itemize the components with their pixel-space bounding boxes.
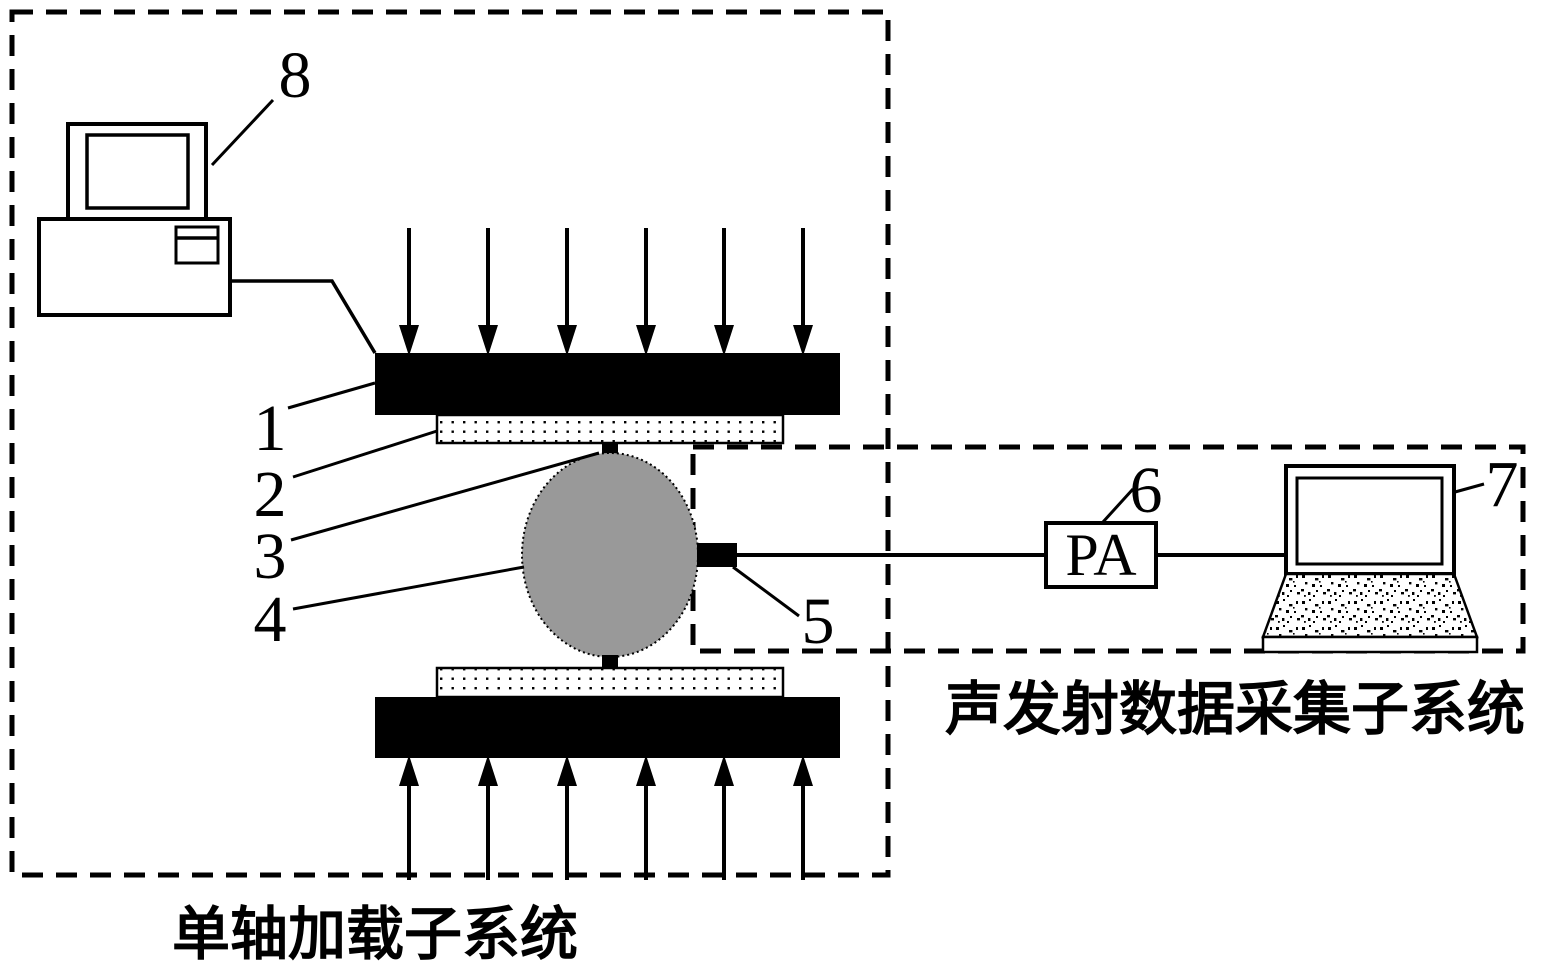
- leader-line-1: [287, 381, 376, 410]
- laptop-keyboard: [1261, 572, 1479, 639]
- leader-line-7: [1454, 482, 1485, 494]
- loading-subsystem-boundary: [9, 9, 891, 878]
- rock-specimen: [521, 452, 699, 658]
- laptop-icon: [1261, 464, 1479, 654]
- load-arrows-up: [407, 782, 805, 880]
- preamplifier-label: PA: [1065, 522, 1136, 588]
- label-6: 6: [1130, 454, 1163, 527]
- label-5: 5: [802, 585, 835, 658]
- label-3: 3: [254, 520, 287, 593]
- leader-line-6: [1101, 487, 1135, 524]
- label-1: 1: [254, 392, 287, 465]
- label-2: 2: [254, 458, 287, 531]
- lower-platen: [375, 697, 840, 758]
- leader-line-3: [290, 451, 600, 542]
- bottom-contact: [602, 655, 618, 668]
- label-4: 4: [254, 583, 287, 656]
- label-8: 8: [279, 39, 312, 112]
- top-ae-sensor: [602, 443, 618, 455]
- load-arrows-down: [407, 228, 805, 330]
- lower-pad: [435, 666, 785, 699]
- caption-acoustic-subsystem: 声发射数据采集子系统: [945, 677, 1525, 742]
- load-arrowheads-down: [399, 325, 813, 356]
- laptop-base: [1261, 635, 1479, 654]
- laptop-screen: [1295, 476, 1444, 566]
- leader-line-5: [732, 565, 800, 618]
- acquisition-subsystem-boundary: [690, 444, 1526, 654]
- monitor-screen: [85, 133, 190, 210]
- preamplifier-box: [1044, 521, 1158, 589]
- caption-loading-subsystem: 单轴加载子系统: [172, 902, 578, 967]
- upper-platen: [375, 353, 840, 415]
- control-line-computer-to-platen: [230, 279, 377, 354]
- desktop-computer-icon: [37, 122, 232, 317]
- load-arrowheads-up: [399, 755, 813, 786]
- disk-drive: [174, 225, 220, 265]
- label-7: 7: [1486, 448, 1519, 521]
- upper-pad: [435, 413, 785, 445]
- side-ae-sensor: [697, 543, 737, 567]
- leader-line-4: [292, 565, 525, 611]
- leader-line-2: [292, 429, 438, 479]
- leader-line-8: [210, 98, 275, 167]
